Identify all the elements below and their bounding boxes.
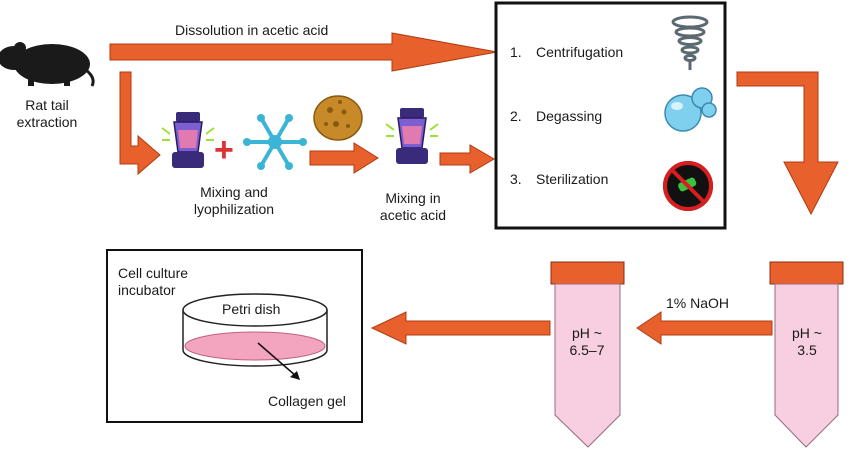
tube-right-label: pH ~ 3.5 (773, 325, 841, 359)
collagen-gel-label: Collagen gel (268, 393, 346, 409)
snowflake-icon (243, 114, 307, 170)
to-incubator-arrow (370, 311, 551, 345)
tube-right-label-line2: 3.5 (797, 342, 817, 358)
tube-left-label: pH ~ 6.5–7 (553, 325, 621, 359)
collagen-pointer-head (290, 371, 300, 380)
dissolution-arrow (109, 32, 498, 72)
tube-left-label-line2: 6.5–7 (569, 342, 605, 358)
vortex-icon (671, 15, 709, 70)
step-3: 3. Sterilization (510, 171, 608, 188)
petri-dish-label: Petri dish (222, 301, 281, 317)
tube-right (769, 261, 844, 448)
prohibit-icon (663, 161, 713, 211)
step-3-number: 3. (510, 171, 522, 187)
blender-icon (385, 108, 439, 164)
to-processing-arrow (439, 144, 495, 174)
to-acetic-mixing-arrow (309, 142, 379, 174)
step-3-label: Sterilization (536, 171, 609, 187)
blender-icon (161, 112, 215, 168)
rat-tail-label: Rat tail extraction (12, 97, 82, 131)
mixing-lyophilization-line1: Mixing and (200, 184, 268, 200)
bubbles-icon (664, 87, 717, 132)
mixing-acetic-line2: acetic acid (379, 207, 447, 223)
rat-tail-label-line1: Rat tail (25, 97, 69, 113)
incubator-label-line2: incubator (118, 282, 176, 298)
sponge-icon (313, 95, 363, 141)
mixing-lyophilization-line2: lyophilization (193, 201, 275, 217)
incubator-label-line1: Cell culture (118, 265, 189, 281)
collagen-pointer (257, 342, 297, 377)
mixing-acetic-label: Mixing in acetic acid (368, 190, 458, 224)
to-tube-arrow (736, 71, 839, 216)
tube-left (550, 261, 625, 448)
naoh-label: 1% NaOH (666, 295, 730, 311)
incubator-label: Cell culture incubator (118, 265, 188, 299)
step-1-number: 1. (510, 44, 522, 60)
mixing-lyophilization-label: Mixing and lyophilization (176, 184, 292, 218)
step-2-label: Degassing (536, 108, 603, 124)
naoh-arrow (636, 311, 773, 345)
step-1: 1. Centrifugation (510, 44, 623, 61)
dissolution-label: Dissolution in acetic acid (175, 22, 329, 38)
extraction-connector-arrow (119, 71, 161, 176)
petri-dish (182, 293, 328, 367)
tube-left-label-line1: pH ~ (572, 325, 602, 341)
step-2: 2. Degassing (510, 108, 602, 125)
tube-right-label-line1: pH ~ (792, 325, 822, 341)
step-1-label: Centrifugation (536, 44, 624, 60)
plus-sign: + (214, 131, 234, 169)
rat-silhouette-icon (0, 42, 95, 87)
rat-tail-label-line2: extraction (16, 114, 78, 130)
mixing-acetic-line1: Mixing in (385, 190, 441, 206)
step-2-number: 2. (510, 108, 522, 124)
